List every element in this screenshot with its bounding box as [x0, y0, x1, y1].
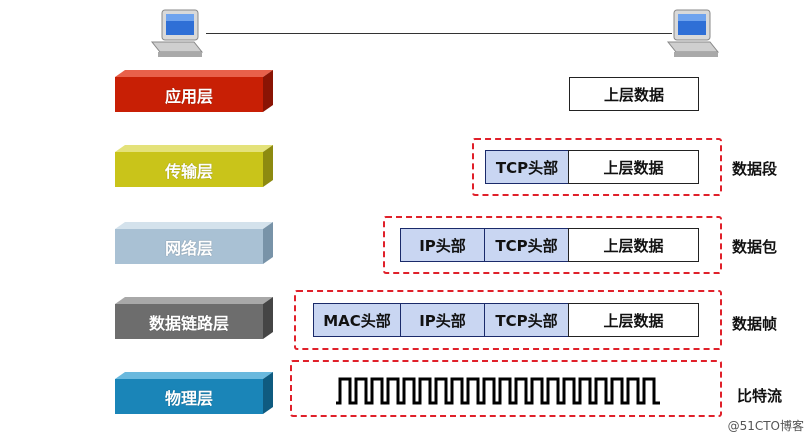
bitstream-dashed-box — [290, 360, 722, 417]
unit-label-bitstream: 比特流 — [737, 387, 783, 405]
tcp-header-cell: TCP头部 — [484, 228, 569, 262]
layer-transport: 传输层 — [115, 145, 273, 187]
unit-label-frame: 数据帧 — [732, 315, 778, 333]
bitstream-waveform — [336, 377, 660, 405]
computer-left-icon — [148, 8, 206, 60]
segment-dashed-box — [472, 138, 722, 196]
layer-label: 应用层 — [164, 86, 213, 106]
layer-network: 网络层 — [115, 222, 273, 264]
tcp-header-cell: TCP头部 — [484, 303, 569, 337]
ip-header-cell: IP头部 — [400, 303, 485, 337]
upper-data-cell: 上层数据 — [568, 228, 699, 262]
layer-label: 网络层 — [164, 238, 213, 258]
layer-data-link: 数据链路层 — [115, 297, 273, 339]
tcp-header-cell: TCP头部 — [485, 150, 569, 184]
ip-header-cell: IP头部 — [400, 228, 485, 262]
layer-label: 数据链路层 — [148, 313, 229, 333]
mac-header-cell: MAC头部 — [313, 303, 401, 337]
watermark: @51CTO博客 — [727, 419, 804, 433]
unit-label-segment: 数据段 — [732, 160, 778, 178]
layer-label: 物理层 — [164, 388, 213, 408]
layer-application: 应用层 — [115, 70, 273, 112]
unit-label-packet: 数据包 — [732, 238, 778, 256]
upper-data-cell: 上层数据 — [569, 77, 699, 111]
layer-physical: 物理层 — [115, 372, 273, 414]
network-link-line — [206, 33, 672, 34]
packet-dashed-box — [383, 216, 722, 274]
upper-data-cell: 上层数据 — [568, 150, 699, 184]
layer-label: 传输层 — [164, 161, 213, 181]
computer-right-icon — [664, 8, 722, 60]
frame-dashed-box — [294, 290, 722, 350]
upper-data-cell: 上层数据 — [568, 303, 699, 337]
